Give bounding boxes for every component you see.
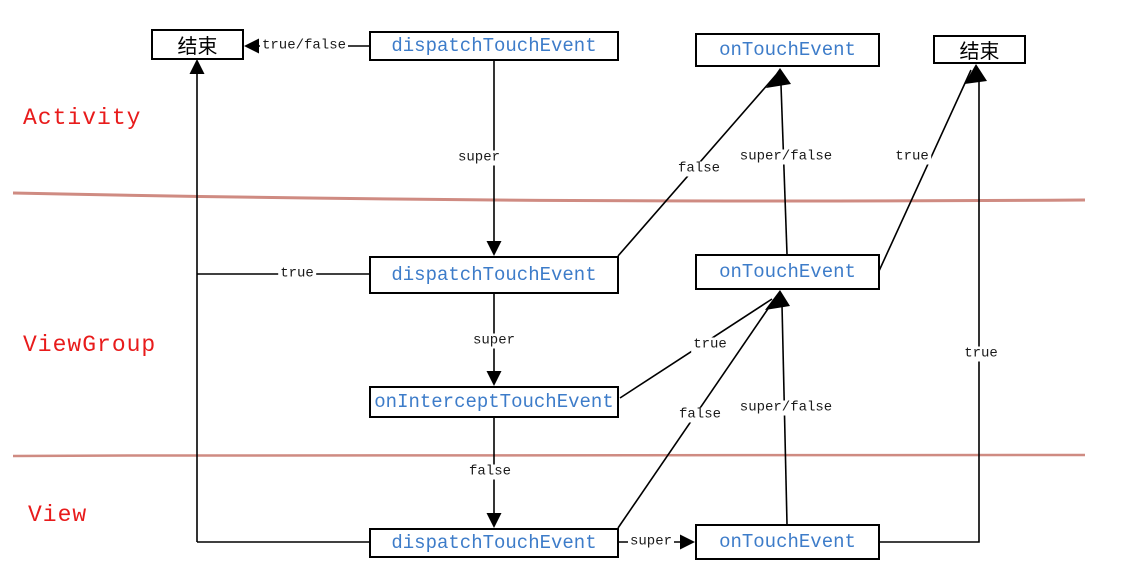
edge-label-true-top-right: true [893,148,931,165]
arrowhead-into-onTouchV [680,534,695,550]
divider-activity-viewgroup [12,191,1086,203]
node-dispatch-activity-label: dispatchTouchEvent [391,35,597,57]
edge-label-super-viewgroup: super [470,332,518,349]
arrowhead-into-endL-bottom [189,59,205,74]
node-ontouch-view-label: onTouchEvent [719,531,856,553]
node-dispatch-view: dispatchTouchEvent [369,528,619,558]
node-dispatch-activity: dispatchTouchEvent [369,31,619,61]
edge-label-true-false: true/false [259,37,349,54]
edge-label-super-view: super [627,533,675,550]
edge-onTouchVG-to-onTouchA [780,84,788,255]
edge-label-superfalse-view: super/false [737,399,835,416]
node-dispatch-view-label: dispatchTouchEvent [391,532,597,554]
edge-onTouchV-to-endR [879,80,980,543]
node-ontouch-viewgroup: onTouchEvent [695,254,880,290]
edge-label-true-viewgroup: true [278,265,316,282]
layer-label-view: View [28,502,88,528]
edge-label-true-right: true [962,345,1000,362]
node-ontouch-activity: onTouchEvent [695,33,880,67]
layer-label-viewgroup: ViewGroup [23,332,157,358]
edge-onTouchVG-to-endR [878,69,972,272]
node-ontouch-viewgroup-label: onTouchEvent [719,261,856,283]
node-dispatch-viewgroup-label: dispatchTouchEvent [391,264,597,286]
node-end-right: 结束 [933,35,1026,65]
node-end-right-label: 结束 [959,41,1000,65]
arrowhead-into-dispatchVG [486,241,502,256]
divider-viewgroup-view [12,453,1086,458]
edge-label-super-activity: super [455,149,503,166]
arrowhead-into-endR [964,64,987,84]
node-ontouch-view: onTouchEvent [695,524,880,560]
node-ontouch-activity-label: onTouchEvent [719,39,856,61]
arrowhead-into-endL-side [244,38,259,54]
arrowhead-into-dispatchV [486,513,502,528]
node-onintercept-viewgroup: onInterceptTouchEvent [369,386,619,418]
edge-label-false-view: false [676,406,724,423]
arrowhead-into-onTouchVG [765,290,790,310]
layer-label-activity: Activity [23,105,142,131]
arrowhead-into-onIntercept [486,371,502,386]
node-end-left: 结束 [151,29,244,60]
edge-label-false-activity: false [675,160,723,177]
node-onintercept-viewgroup-label: onInterceptTouchEvent [374,391,614,413]
node-end-left-label: 结束 [177,36,218,60]
edge-label-false-intercept: false [466,463,514,480]
edge-label-superfalse-activity: super/false [737,148,835,165]
edge-label-true-intercept: true [691,336,729,353]
node-dispatch-viewgroup: dispatchTouchEvent [369,256,619,294]
arrowhead-into-onTouchA [766,68,791,88]
